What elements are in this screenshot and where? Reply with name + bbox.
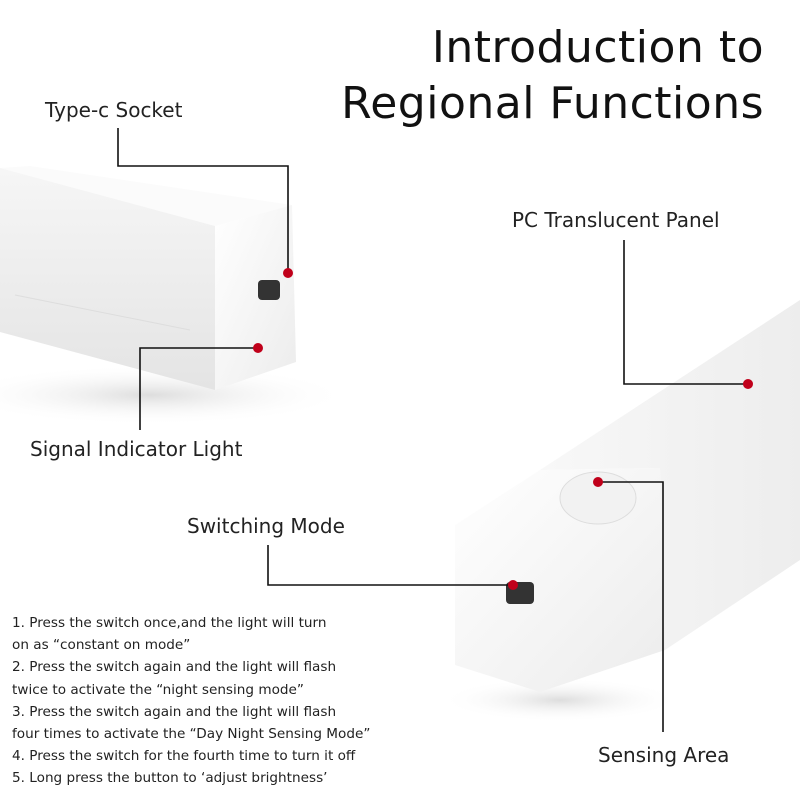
sensing-leader-line	[598, 481, 664, 732]
sensing-marker	[593, 477, 603, 487]
right-light-bar	[440, 300, 800, 722]
label-sensing-area: Sensing Area	[598, 743, 730, 767]
signal-leader-line	[139, 347, 258, 430]
title-line-1: Introduction to	[431, 22, 764, 73]
instruction-line: twice to activate the “night sensing mod…	[12, 681, 304, 698]
page-title: Introduction to Regional Functions	[341, 20, 764, 132]
switching-leader-line	[267, 545, 513, 586]
instruction-line: four times to activate the “Day Night Se…	[12, 726, 371, 743]
instructions-list: 1. Press the switch once,and the light w…	[12, 612, 370, 790]
signal-marker	[253, 343, 263, 353]
switching-marker	[508, 580, 518, 590]
instruction-line: 1. Press the switch once,and the light w…	[12, 615, 327, 631]
type-c-leader-line	[117, 128, 289, 273]
left-light-bar	[0, 166, 350, 425]
instruction-line: 5. Long press the button to ‘adjust brig…	[12, 770, 328, 787]
type-c-port	[258, 280, 280, 300]
label-type-c-socket: Type-c Socket	[45, 98, 183, 122]
label-switching-mode: Switching Mode	[187, 514, 345, 538]
pc-panel-leader-line	[623, 240, 748, 385]
instruction-line: 3. Press the switch again and the light …	[12, 703, 337, 720]
label-pc-panel: PC Translucent Panel	[512, 208, 720, 232]
pc-panel-marker	[743, 379, 753, 389]
type-c-marker	[283, 268, 293, 278]
label-signal-indicator: Signal Indicator Light	[30, 437, 243, 461]
sensor-dome	[559, 471, 637, 525]
title-line-2: Regional Functions	[341, 78, 764, 129]
instruction-line: 2. Press the switch again and the light …	[12, 659, 337, 676]
instruction-line: 4. Press the switch for the fourth time …	[12, 748, 356, 765]
instruction-line: on as “constant on mode”	[12, 637, 191, 654]
